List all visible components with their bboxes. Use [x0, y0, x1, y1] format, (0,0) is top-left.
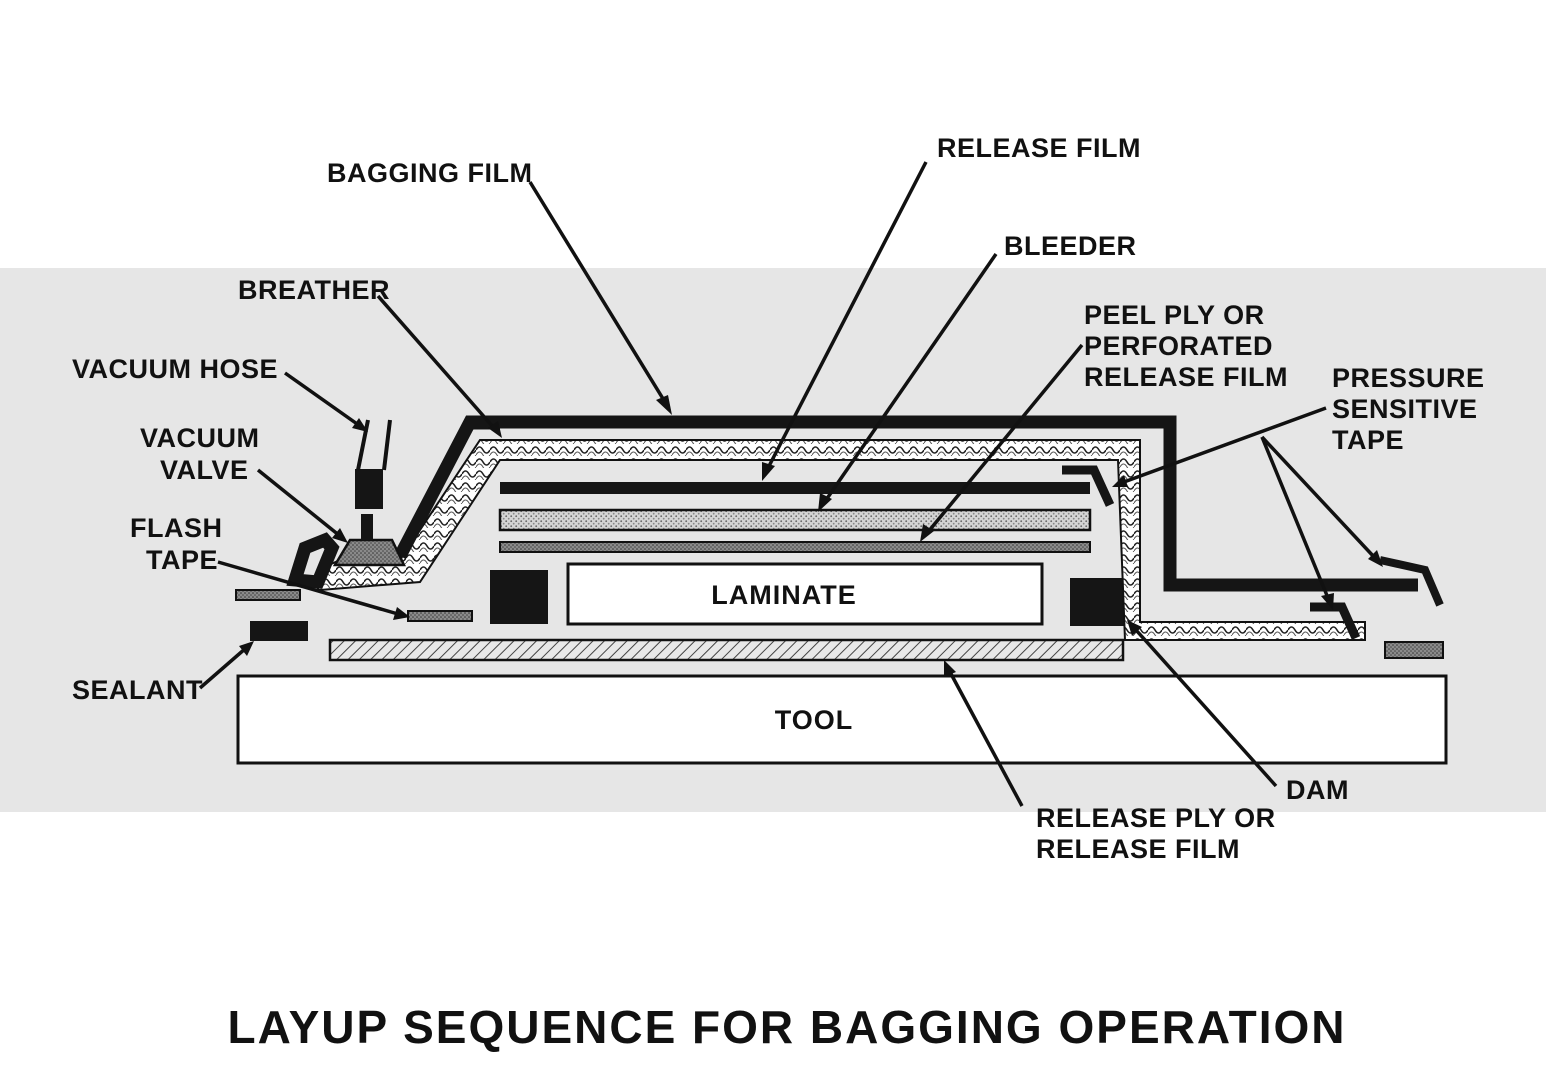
vacuum-hose [356, 419, 392, 471]
flash-tape-center [407, 610, 473, 622]
dam-right [1070, 578, 1126, 626]
label-bleeder: BLEEDER [1004, 231, 1137, 261]
label-pressure-tape-1: PRESSURE [1332, 363, 1485, 393]
tool-label: TOOL [775, 705, 854, 735]
label-sealant: SEALANT [72, 675, 203, 705]
sealant-left [250, 621, 308, 641]
release-ply [328, 638, 1125, 662]
bagging-film-right-end [1379, 556, 1444, 607]
label-peel-ply-2: PERFORATED [1084, 331, 1273, 361]
laminate: LAMINATE [566, 562, 1044, 626]
peel-ply [499, 541, 1091, 553]
pressure-sensitive-tape-right [1310, 602, 1361, 640]
label-bagging-film: BAGGING FILM [327, 158, 532, 188]
label-release-ply-2: RELEASE FILM [1036, 834, 1240, 864]
laminate-label: LAMINATE [711, 580, 856, 610]
label-vacuum-valve-1: VACUUM [140, 423, 260, 453]
label-peel-ply-1: PEEL PLY OR [1084, 300, 1265, 330]
label-peel-ply-3: RELEASE FILM [1084, 362, 1288, 392]
vacuum-valve [332, 469, 406, 567]
label-release-ply-1: RELEASE PLY OR [1036, 803, 1276, 833]
leader-lines [198, 161, 1383, 807]
label-vacuum-hose: VACUUM HOSE [72, 354, 278, 384]
release-film [500, 482, 1090, 494]
bagging-film [286, 415, 1418, 592]
label-pressure-tape-2: SENSITIVE [1332, 394, 1478, 424]
sealant-right [1384, 641, 1444, 659]
label-pressure-tape-3: TAPE [1332, 425, 1404, 455]
bleeder [498, 508, 1092, 532]
flash-tape-left [235, 589, 301, 601]
label-release-film: RELEASE FILM [937, 133, 1141, 163]
label-flash-tape-1: FLASH [130, 513, 223, 543]
label-flash-tape-2: TAPE [146, 545, 218, 575]
label-breather: BREATHER [238, 275, 390, 305]
label-dam: DAM [1286, 775, 1349, 805]
tool: TOOL [236, 674, 1448, 765]
pressure-sensitive-tape-top [1062, 465, 1115, 507]
diagram-caption: LAYUP SEQUENCE FOR BAGGING OPERATION [227, 1001, 1346, 1053]
dam-left [490, 570, 548, 624]
label-vacuum-valve-2: VALVE [160, 455, 249, 485]
